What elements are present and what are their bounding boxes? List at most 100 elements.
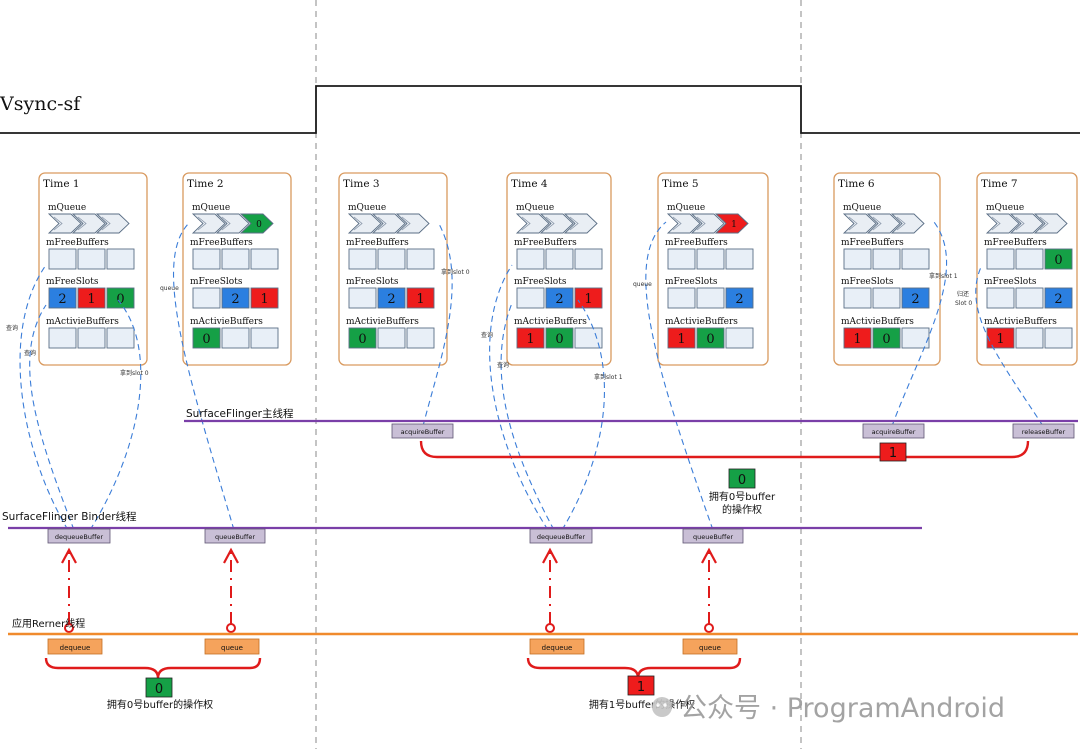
annotation-query-4a: 查询 bbox=[481, 331, 493, 339]
app-ownership-badge-1-text: 1 bbox=[637, 680, 645, 695]
time-panel-2-active-buffers-cell-1 bbox=[221, 327, 250, 349]
binder-call-queue-1-label: queueBuffer bbox=[215, 533, 255, 541]
sf-main-call-acquire-1: acquireBuffer bbox=[391, 423, 454, 439]
time-panel-6-queue-chevron-0 bbox=[848, 216, 858, 231]
annotations: 查询 查询 拿到slot 0 queue 拿到slot 0 查询 查询 拿到sl… bbox=[6, 268, 972, 381]
annotation-query-1a: 查询 bbox=[6, 324, 18, 332]
time-panel-3-active-buffers-cell-0 bbox=[348, 327, 377, 349]
app-call-dequeue-1-label: dequeue bbox=[60, 644, 91, 652]
time-panel-5-active-buffers-cell-1 bbox=[696, 327, 725, 349]
time-panel-4-title: Time 4 bbox=[511, 178, 548, 190]
time-panel-2-free-buffers-cell-2 bbox=[250, 248, 279, 270]
time-panel-2-free-slots-cell-0 bbox=[192, 287, 221, 309]
time-panel-7-queue-slot-2 bbox=[1033, 213, 1068, 234]
time-panel-2-queue-chevron-0 bbox=[197, 216, 207, 231]
watermark-logo-eye-right bbox=[663, 703, 667, 707]
red-arrowhead-queue-2 bbox=[701, 547, 717, 564]
time-panel-7-free-slots-cell-2-text: 2 bbox=[1054, 292, 1062, 307]
red-origin-queue-1 bbox=[226, 623, 236, 633]
time-panel-1-free-slots-cell-0-text: 2 bbox=[58, 292, 66, 307]
time-panel-4-queue-chevron-0 bbox=[521, 216, 531, 231]
binder-call-queue-1-box bbox=[204, 528, 266, 544]
time-panel-1-queue-slot-1 bbox=[71, 213, 106, 234]
time-panel-7: Time 7mQueuemFreeBuffers0mFreeSlots2mAct… bbox=[976, 172, 1078, 366]
time-panel-4-active-buffers-cell-1-text: 0 bbox=[555, 332, 563, 347]
sf-ownership-badge-1 bbox=[879, 442, 907, 462]
sf-ownership-badge-1-text: 1 bbox=[889, 446, 897, 461]
arrow-queue-t5 bbox=[645, 221, 714, 531]
time-panel-2-queue-label: mQueue bbox=[192, 203, 230, 213]
annotation-take-slot0-t1: 拿到slot 0 bbox=[120, 369, 149, 377]
app-call-queue-1-label: queue bbox=[221, 644, 243, 652]
time-panel-6-free-buffers-cell-0 bbox=[843, 248, 872, 270]
time-panel-6-active-buffers-label: mActivieBuffers bbox=[841, 317, 914, 327]
binder-call-dequeue-1: dequeueBuffer bbox=[47, 528, 111, 544]
watermark-text: 公众号 · ProgramAndroid bbox=[680, 693, 1005, 724]
time-panel-4-active-buffers-cell-0 bbox=[516, 327, 545, 349]
time-panel-4-free-buffers-label: mFreeBuffers bbox=[514, 238, 577, 248]
app-call-dequeue-1-box bbox=[47, 638, 103, 655]
sf-main-call-release: releaseBuffer bbox=[1012, 423, 1075, 439]
time-panel-1-active-buffers-cell-0 bbox=[48, 327, 77, 349]
lane-sf-binder-label: SurfaceFlinger Binder线程 bbox=[2, 510, 137, 523]
time-panel-3-free-slots-cell-2 bbox=[406, 287, 435, 309]
time-panel-3-queue-slot-1 bbox=[371, 213, 406, 234]
time-panel-6-free-slots-cell-2-text: 2 bbox=[911, 292, 919, 307]
time-panel-1-queue-slot-2 bbox=[95, 213, 130, 234]
time-panel-7-active-buffers-cell-1 bbox=[1015, 327, 1044, 349]
time-panel-5: Time 5mQueue1mFreeBuffersmFreeSlots2mAct… bbox=[657, 172, 769, 366]
time-panel-1-active-buffers-cell-1 bbox=[77, 327, 106, 349]
time-panel-1-free-slots-cell-2 bbox=[106, 287, 135, 309]
time-panel-3-free-buffers-cell-0 bbox=[348, 248, 377, 270]
time-panel-1-free-slots-cell-0 bbox=[48, 287, 77, 309]
time-panel-6-queue-label: mQueue bbox=[843, 203, 881, 213]
annotation-take-slot1-t4: 拿到slot 1 bbox=[594, 373, 623, 381]
app-call-dequeue-1: dequeue bbox=[47, 638, 103, 655]
time-panel-3-title: Time 3 bbox=[343, 178, 380, 190]
time-panel-3-free-slots-cell-0 bbox=[348, 287, 377, 309]
time-panel-6-free-slots-cell-0 bbox=[843, 287, 872, 309]
time-panel-3-free-slots-cell-1 bbox=[377, 287, 406, 309]
time-panel-5-free-slots-cell-2-text: 2 bbox=[735, 292, 743, 307]
time-panel-7-active-buffers-label: mActivieBuffers bbox=[984, 317, 1057, 327]
time-panel-4-free-slots-cell-0 bbox=[516, 287, 545, 309]
arrow-release-t7 bbox=[975, 264, 1044, 427]
time-panel-6-active-buffers-cell-0-text: 1 bbox=[853, 332, 861, 347]
time-panel-1-queue-slot-0 bbox=[47, 213, 82, 234]
lane-sf-main-label: SurfaceFlinger主线程 bbox=[186, 407, 294, 420]
time-panel-4-queue-chevron-2 bbox=[569, 216, 579, 231]
red-arrowhead-queue-1 bbox=[223, 547, 239, 564]
time-panel-5-free-buffers-cell-0 bbox=[667, 248, 696, 270]
time-panel-2-free-slots-cell-1-text: 2 bbox=[231, 292, 239, 307]
watermark-logo-eye-left bbox=[656, 703, 660, 707]
time-panel-5-free-buffers-cell-2 bbox=[725, 248, 754, 270]
time-panel-3-free-buffers-cell-1 bbox=[377, 248, 406, 270]
call-arrows bbox=[19, 221, 1044, 531]
annotation-return-slot0-1: 归还 bbox=[957, 290, 969, 298]
time-panel-4-queue-slot-0 bbox=[515, 213, 550, 234]
binder-call-dequeue-1-label: dequeueBuffer bbox=[55, 533, 104, 541]
time-panel-6-free-buffers-label: mFreeBuffers bbox=[841, 238, 904, 248]
app-call-dequeue-2-box bbox=[529, 638, 585, 655]
red-arrowhead-dequeue-1 bbox=[61, 547, 77, 564]
time-panel-7-queue-label: mQueue bbox=[986, 203, 1024, 213]
annotation-take-slot1-t6: 拿到slot 1 bbox=[929, 272, 958, 280]
time-panel-5-queue-slot-2-text: 1 bbox=[731, 220, 737, 230]
time-panel-1-free-slots-cell-2-text: 0 bbox=[116, 292, 124, 307]
time-panel-6-active-buffers-cell-0 bbox=[843, 327, 872, 349]
time-panel-5-queue-slot-2 bbox=[714, 213, 749, 234]
sf-main-call-acquire-2: acquireBuffer bbox=[862, 423, 925, 439]
sf-main-call-acquire-1-label: acquireBuffer bbox=[401, 428, 445, 436]
time-panel-7-title: Time 7 bbox=[981, 178, 1018, 190]
app-ownership-bracket-2 bbox=[526, 657, 742, 679]
time-panel-3-queue-label: mQueue bbox=[348, 203, 386, 213]
watermark-logo-icon bbox=[652, 697, 672, 717]
time-panel-1-free-slots-cell-1 bbox=[77, 287, 106, 309]
time-panel-5-active-buffers-cell-0 bbox=[667, 327, 696, 349]
time-panel-4-free-buffers-cell-1 bbox=[545, 248, 574, 270]
red-origin-queue-2 bbox=[704, 623, 714, 633]
